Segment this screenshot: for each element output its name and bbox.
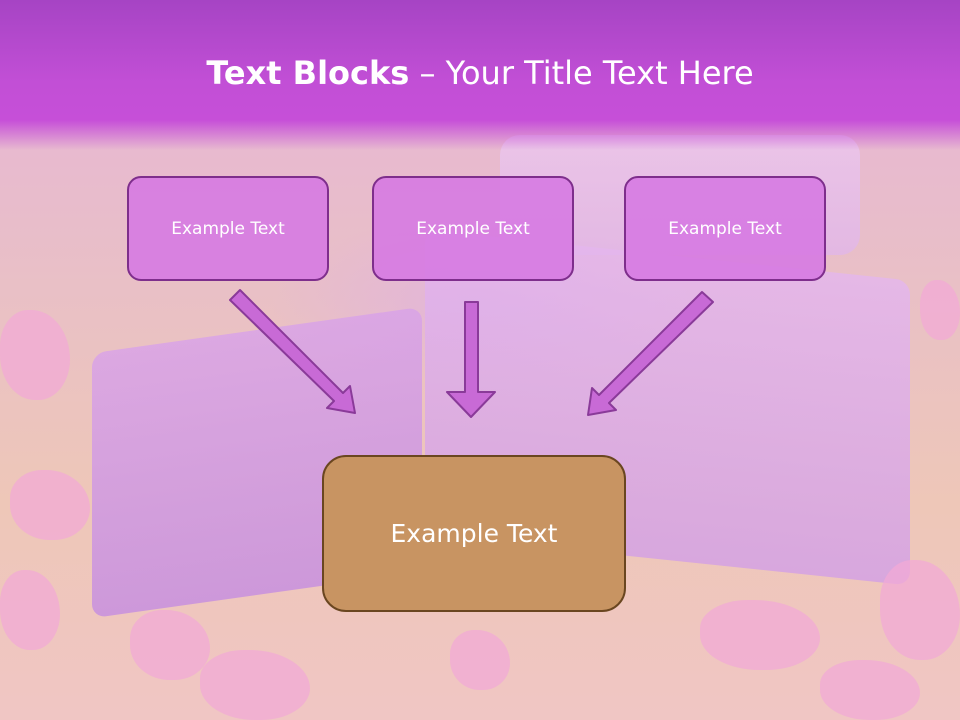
title-dash: – (409, 54, 446, 92)
salt-crystal (920, 280, 960, 340)
salt-crystal (820, 660, 920, 720)
text-block-bottom[interactable]: Example Text (322, 455, 626, 612)
text-block-right[interactable]: Example Text (624, 176, 826, 281)
text-block-center-label: Example Text (416, 218, 530, 239)
text-block-bottom-label: Example Text (390, 519, 558, 548)
salt-crystal (10, 470, 90, 540)
salt-crystal (700, 600, 820, 670)
salt-crystal (200, 650, 310, 720)
salt-crystal (0, 310, 70, 400)
text-block-center[interactable]: Example Text (372, 176, 574, 281)
arrow-right (587, 291, 714, 416)
slide-title: Text Blocks – Your Title Text Here (0, 54, 960, 92)
arrow-center (446, 301, 496, 418)
text-block-left-label: Example Text (171, 218, 285, 239)
title-bold: Text Blocks (206, 54, 410, 92)
salt-crystal (130, 610, 210, 680)
text-block-left[interactable]: Example Text (127, 176, 329, 281)
arrow-left (229, 289, 356, 414)
salt-crystal (880, 560, 960, 660)
title-bar (0, 0, 960, 150)
salt-crystal (0, 570, 60, 650)
text-block-right-label: Example Text (668, 218, 782, 239)
title-rest: Your Title Text Here (445, 54, 754, 92)
salt-crystal (450, 630, 510, 690)
